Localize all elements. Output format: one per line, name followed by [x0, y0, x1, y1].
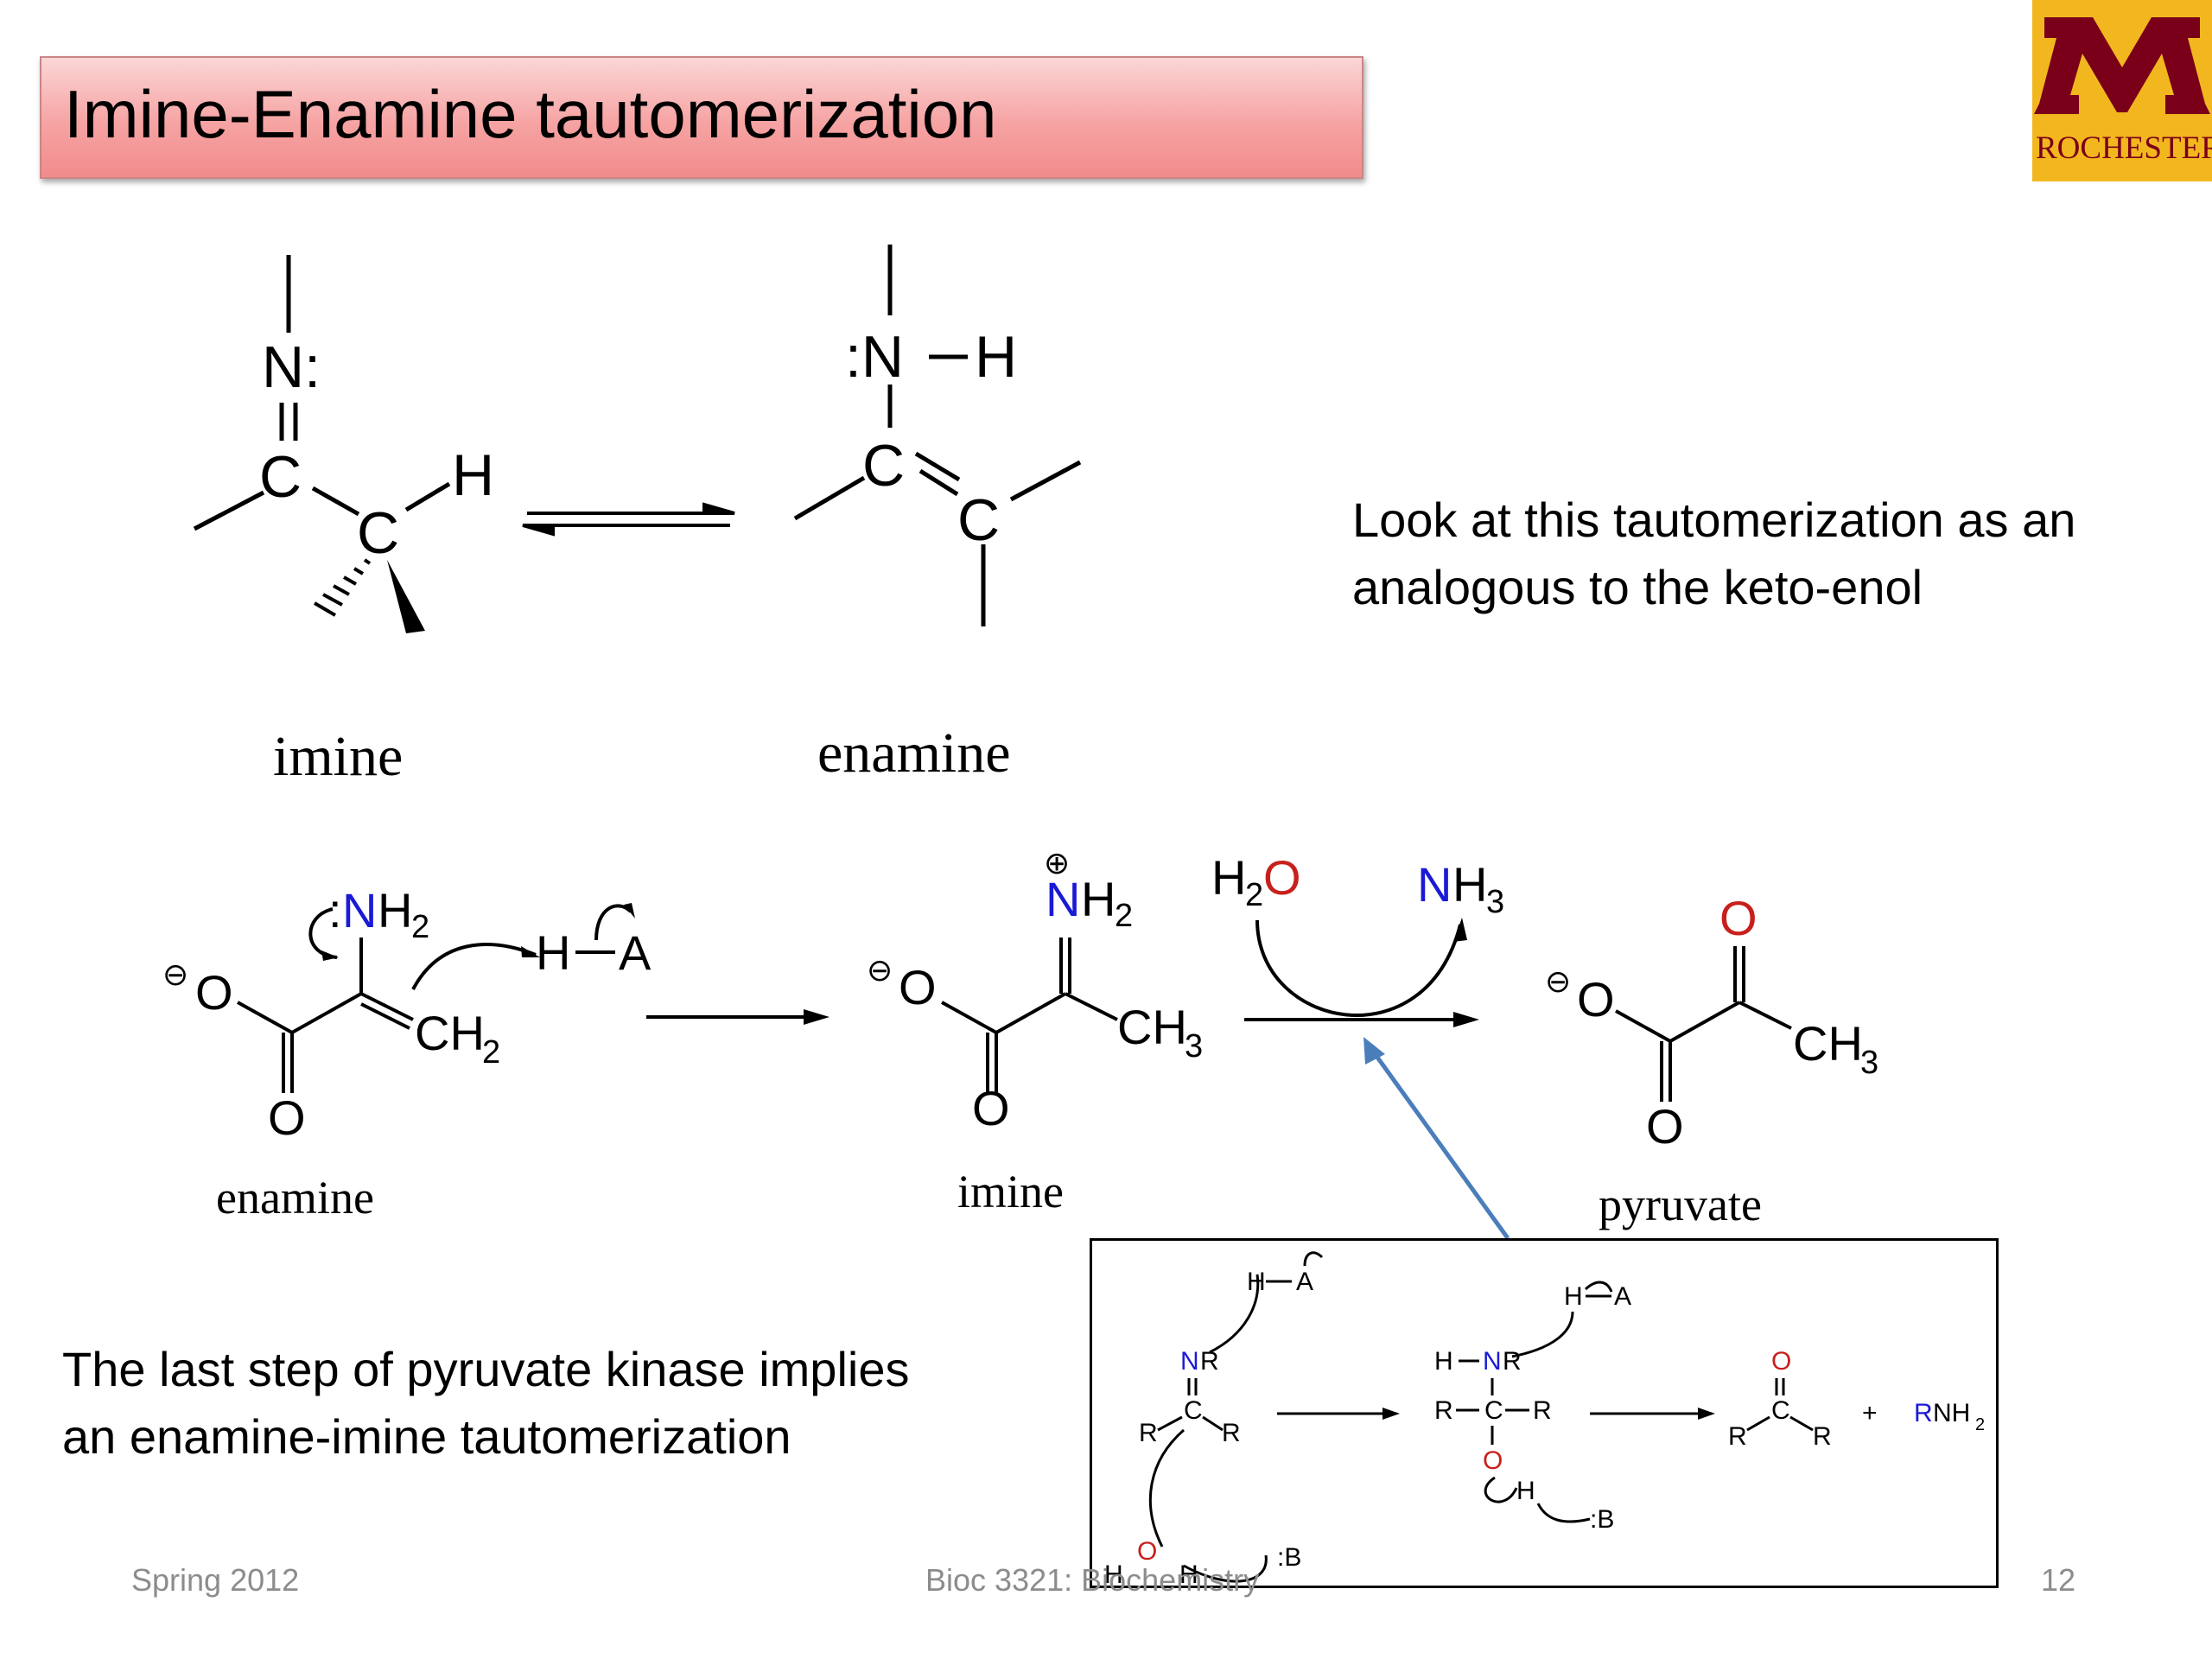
svg-text:O: O — [972, 1081, 1010, 1135]
svg-text:O: O — [1719, 891, 1758, 945]
svg-text:H: H — [1211, 850, 1246, 905]
svg-text:H: H — [378, 883, 412, 938]
svg-text:H: H — [536, 925, 570, 980]
footer-date: Spring 2012 — [131, 1562, 300, 1598]
svg-text:2: 2 — [411, 909, 429, 945]
svg-text:O: O — [195, 965, 233, 1020]
svg-text:CH: CH — [1793, 1016, 1863, 1071]
logo-text: ROCHESTER — [2036, 130, 2212, 166]
svg-text:R: R — [1434, 1396, 1453, 1425]
description-line-1: Look at this tautomerization as an — [1352, 493, 2076, 547]
bottom-text-line-1: The last step of pyruvate kinase implies — [62, 1342, 910, 1396]
mechanism-inset — [1090, 1238, 1999, 1588]
svg-text:CH: CH — [1117, 1000, 1187, 1054]
svg-text:2: 2 — [1115, 898, 1133, 934]
svg-text::N: :N — [845, 324, 904, 390]
top-imine-label: imine — [273, 725, 404, 788]
svg-text:H: H — [1516, 1477, 1535, 1505]
svg-text:2: 2 — [1245, 877, 1263, 913]
svg-text:O: O — [1137, 1537, 1157, 1566]
svg-text:H: H — [1452, 857, 1487, 912]
svg-text:H: H — [1179, 1560, 1198, 1589]
svg-text:O: O — [1577, 972, 1615, 1027]
svg-text:O: O — [1263, 850, 1301, 905]
footer-course: Bioc 3321: Biochemistry — [925, 1562, 1260, 1598]
enamine-structure — [793, 245, 1082, 626]
svg-text:R: R — [1503, 1347, 1522, 1376]
svg-text:⊖: ⊖ — [867, 952, 893, 988]
svg-text:H: H — [1104, 1560, 1123, 1589]
svg-text:+: + — [1862, 1399, 1878, 1427]
svg-text:R: R — [1813, 1422, 1832, 1451]
bottom-pyruvate-label: pyruvate — [1599, 1179, 1762, 1230]
svg-text:H: H — [1434, 1347, 1453, 1376]
svg-text:3: 3 — [1185, 1028, 1203, 1065]
bottom-imine-structure — [941, 938, 1118, 1093]
svg-text:N: N — [1180, 1347, 1199, 1376]
svg-text:⊖: ⊖ — [162, 957, 188, 992]
svg-text:N: N — [342, 883, 377, 938]
svg-text:R: R — [1222, 1419, 1241, 1447]
svg-text:O: O — [1483, 1446, 1503, 1475]
svg-text:C: C — [1184, 1396, 1203, 1425]
imine-structure — [193, 255, 451, 531]
svg-text:2: 2 — [1975, 1415, 1985, 1434]
description-line-2: analogous to the keto-enol — [1352, 560, 1923, 614]
svg-text:C: C — [1484, 1396, 1503, 1425]
svg-text:O: O — [899, 960, 937, 1014]
svg-text:N: N — [1046, 872, 1080, 926]
svg-text::: : — [328, 883, 342, 938]
svg-text:C: C — [259, 444, 302, 510]
svg-text:O: O — [1771, 1347, 1791, 1376]
svg-text:3: 3 — [1486, 884, 1504, 920]
bottom-imine-label: imine — [957, 1166, 1064, 1217]
svg-text:A: A — [1614, 1282, 1631, 1311]
svg-text:R: R — [1533, 1396, 1552, 1425]
svg-text:C: C — [1771, 1396, 1790, 1425]
svg-text:C: C — [862, 433, 905, 499]
svg-text:N: N — [1417, 857, 1452, 912]
svg-text:NH: NH — [1933, 1399, 1970, 1427]
svg-text:N: N — [1483, 1347, 1502, 1376]
svg-text:N:: N: — [262, 334, 321, 400]
bottom-enamine-label: enamine — [216, 1172, 374, 1224]
bottom-text-line-2: an enamine-imine tautomerization — [62, 1409, 791, 1464]
svg-text:C: C — [957, 487, 1000, 553]
svg-text:H: H — [975, 324, 1017, 390]
svg-text:2: 2 — [482, 1034, 500, 1071]
university-logo: ROCHESTER — [2032, 0, 2212, 181]
slide-title: Imine-Enamine tautomerization — [64, 76, 997, 152]
svg-text:⊖: ⊖ — [1545, 963, 1571, 999]
svg-text:H: H — [452, 442, 494, 508]
pyruvate-structure — [1615, 946, 1792, 1102]
svg-text:CH: CH — [415, 1006, 485, 1060]
svg-text:A: A — [619, 925, 652, 980]
svg-text::B: :B — [1277, 1543, 1301, 1572]
title-banner: Imine-Enamine tautomerization — [40, 56, 1363, 179]
footer-page-number: 12 — [2041, 1562, 2076, 1598]
svg-text:R: R — [1914, 1399, 1933, 1427]
svg-text:A: A — [1296, 1268, 1313, 1296]
equilibrium-arrows — [522, 502, 735, 537]
svg-text:O: O — [268, 1090, 306, 1145]
svg-text:3: 3 — [1860, 1045, 1878, 1081]
svg-text::B: :B — [1590, 1505, 1614, 1534]
svg-text:⊕: ⊕ — [1044, 845, 1070, 880]
svg-text:R: R — [1200, 1347, 1219, 1376]
svg-text:H: H — [1247, 1268, 1266, 1296]
m-logo-icon — [2034, 17, 2210, 114]
svg-text:C: C — [357, 500, 399, 566]
imine-wedges — [313, 558, 425, 633]
svg-text:O: O — [1646, 1099, 1684, 1154]
svg-text:R: R — [1728, 1422, 1747, 1451]
svg-text:H: H — [1081, 872, 1116, 926]
svg-text:R: R — [1139, 1419, 1158, 1447]
svg-text:H: H — [1564, 1282, 1583, 1311]
top-enamine-label: enamine — [817, 721, 1011, 785]
